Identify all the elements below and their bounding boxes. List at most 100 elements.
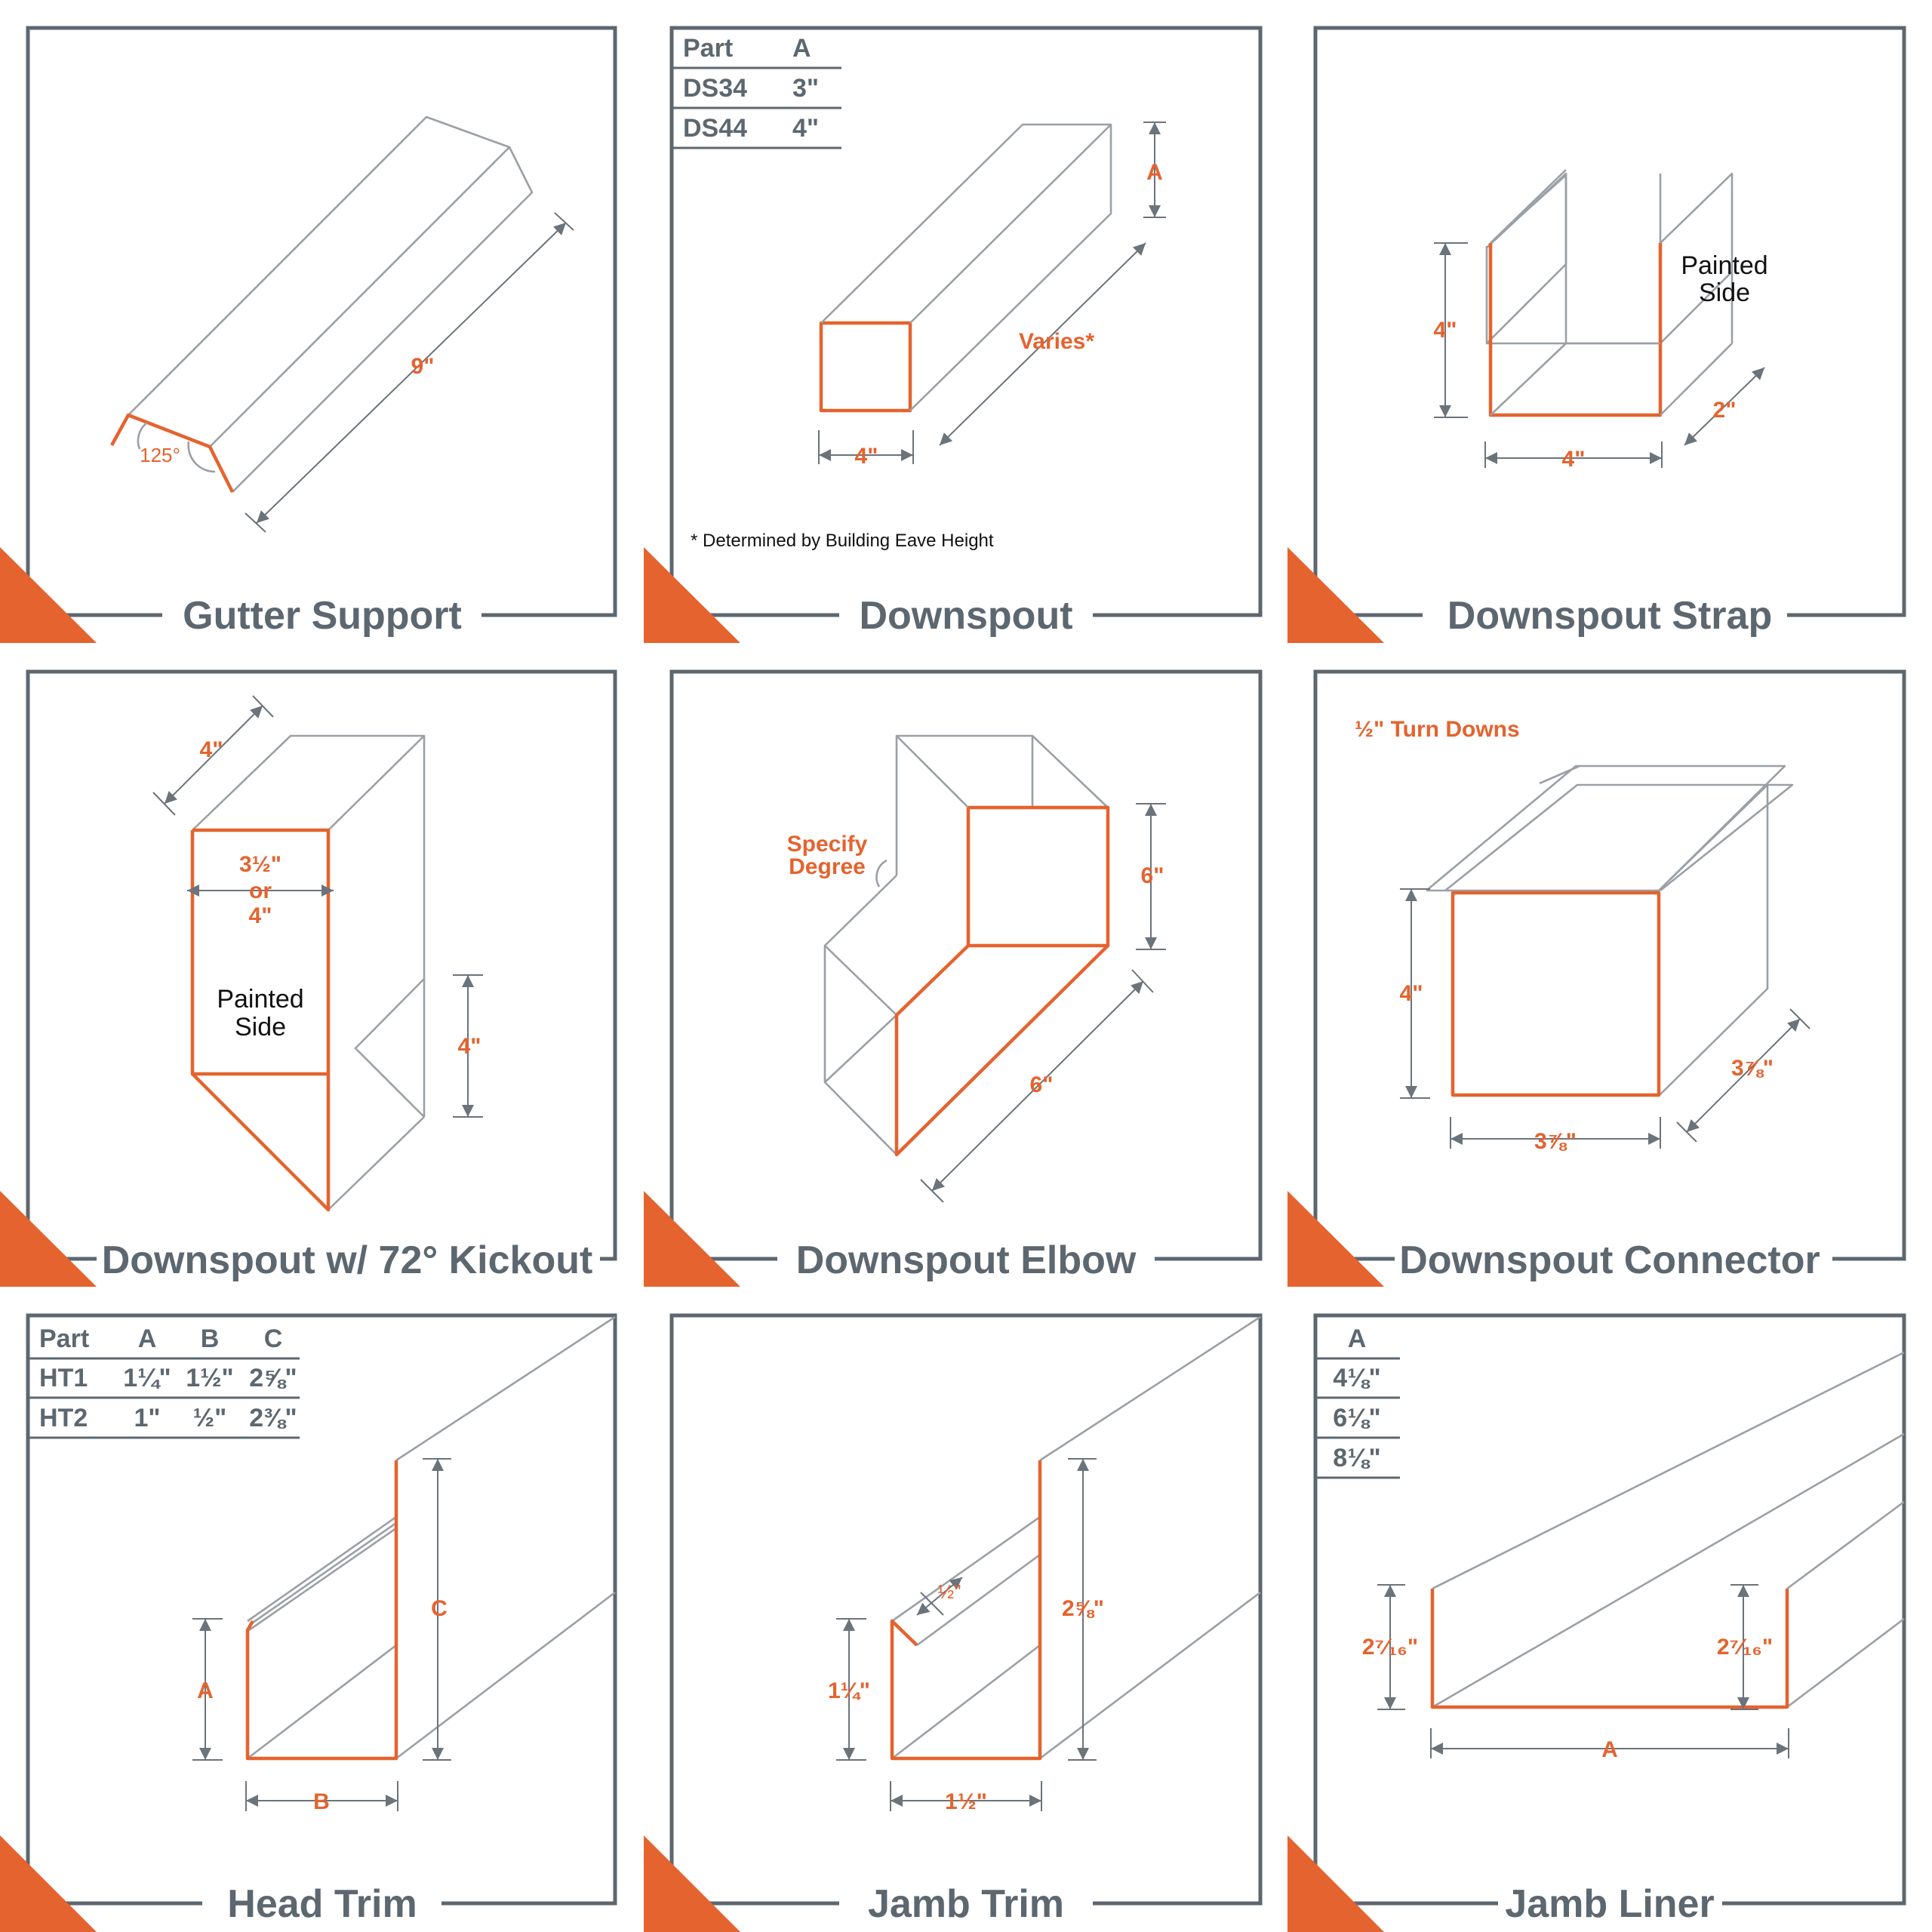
painted-side-label: Side: [1699, 278, 1750, 307]
panel-head-trim: Head Trim Part A B C HT1 1¼" 1½" 2⅝" HT2…: [0, 1313, 617, 1932]
table-header: C: [264, 1324, 283, 1353]
head-trim-drawing: [245, 1315, 616, 1761]
height-left-label: 1¼": [828, 1678, 870, 1703]
table-cell: 1": [134, 1404, 160, 1432]
panel-frame: [26, 1313, 617, 1906]
panel-frame: [1313, 669, 1906, 1261]
painted-side-label: Painted: [217, 985, 303, 1014]
width-label: 4": [249, 903, 272, 928]
dim-a-label: A: [197, 1678, 214, 1703]
height-label: 4": [458, 1034, 481, 1059]
panel-title: Jamb Trim: [868, 1882, 1064, 1926]
table-header: B: [201, 1324, 220, 1353]
parts-table: Part A B C HT1 1¼" 1½" 2⅝" HT2 1" ½" 2⅜": [28, 1324, 300, 1439]
length-dimension: [256, 222, 567, 524]
parts-table: Part A DS34 3" DS44 4": [672, 34, 841, 149]
panel-frame: [26, 669, 617, 1261]
corner-triangle: [0, 1191, 97, 1287]
corner-triangle: [0, 1835, 97, 1932]
table-cell: 6⅛": [1333, 1404, 1380, 1432]
corner-triangle: [644, 1835, 740, 1932]
table-cell: 1¼": [123, 1364, 171, 1392]
panel-title: Downspout Elbow: [796, 1238, 1137, 1282]
panel-title: Head Trim: [227, 1882, 417, 1926]
table-cell: 1½": [186, 1364, 233, 1392]
depth-label: 4": [200, 737, 223, 762]
panel-jamb-trim: Jamb Trim ½" 1¼" 2⅝" 1½": [644, 1313, 1263, 1932]
corner-triangle: [644, 547, 740, 643]
table-cell: DS44: [683, 114, 747, 143]
width-label: 3½": [239, 852, 281, 877]
table-header-a: A: [792, 34, 811, 63]
panel-title: Downspout Connector: [1399, 1238, 1820, 1282]
panel-title: Downspout w/ 72° Kickout: [102, 1238, 593, 1282]
corner-triangle: [1287, 1191, 1384, 1287]
table-cell: 2⅝": [249, 1364, 297, 1392]
specify-degree-label: Specify: [787, 832, 868, 857]
specify-degree-label: Degree: [789, 854, 866, 879]
dim-a-label: A: [1601, 1737, 1618, 1762]
turn-downs-label: ½" Turn Downs: [1355, 717, 1520, 742]
panel-title: Gutter Support: [183, 594, 462, 638]
dim-c-label: C: [431, 1596, 448, 1621]
height-label: 4": [1434, 318, 1457, 343]
panel-downspout: Downspout Part A DS34 3" DS44 4" A Varie…: [644, 26, 1263, 643]
table-header: Part: [39, 1324, 89, 1353]
panel-downspout-connector: Downspout Connector ½" Turn Downs 4" 3⅞"…: [1287, 669, 1906, 1287]
kickout-drawing: [190, 734, 426, 1212]
width-label: 4": [1562, 447, 1586, 472]
panel-downspout-kickout: Downspout w/ 72° Kickout 4" 3½" or 4" Pa…: [0, 669, 617, 1287]
panel-gutter-support: Gutter Support 125° 9": [0, 26, 617, 643]
panel-downspout-strap: Downspout Strap Painted Side 4" 4" 2": [1287, 26, 1906, 643]
corner-triangle: [644, 1191, 740, 1287]
corner-triangle: [0, 547, 97, 643]
width-label: 3⅞": [1534, 1129, 1577, 1154]
strap-drawing: [1485, 169, 1734, 417]
downspout-drawing: [819, 123, 1112, 413]
length-label: 9": [411, 354, 435, 379]
panel-frame: [26, 26, 617, 617]
gutter-support-drawing: [110, 115, 534, 494]
elbow-drawing: [823, 734, 1110, 1157]
panel-jamb-liner: Jamb Liner A 4⅛" 6⅛" 8⅛" 2⁷⁄₁₆" 2⁷⁄₁₆" A: [1287, 1313, 1906, 1932]
table-cell: HT2: [39, 1404, 88, 1432]
lip-label: ½": [938, 1580, 961, 1603]
table-cell: 2⅜": [249, 1404, 297, 1432]
corner-triangle: [1287, 547, 1384, 643]
panel-frame: [669, 669, 1263, 1261]
length-label: 6": [1030, 1072, 1054, 1097]
connector-drawing: [1426, 764, 1794, 1097]
panel-title: Downspout: [859, 594, 1072, 638]
depth-label: 3⅞": [1731, 1056, 1774, 1081]
table-cell: 8⅛": [1333, 1444, 1380, 1472]
height-right-label: 2⁷⁄₁₆": [1717, 1635, 1773, 1660]
height-left-label: 2⁷⁄₁₆": [1362, 1635, 1418, 1660]
depth-label: 2": [1713, 398, 1737, 423]
table-cell: 4": [792, 114, 819, 143]
width-label: 4": [855, 444, 878, 469]
panel-frame: [1313, 1313, 1906, 1906]
panel-downspout-elbow: Downspout Elbow Specify Degree 6" 6": [644, 669, 1263, 1287]
table-header: A: [138, 1324, 157, 1353]
painted-side-label: Painted: [1681, 251, 1767, 280]
footnote: * Determined by Building Eave Height: [691, 531, 994, 551]
height-label: 6": [1141, 863, 1164, 888]
jamb-liner-drawing: [1430, 1351, 1905, 1709]
dim-a-label: A: [1146, 160, 1163, 185]
table-cell: HT1: [39, 1364, 88, 1392]
table-header: A: [1348, 1324, 1367, 1353]
height-right-label: 2⅝": [1062, 1596, 1104, 1621]
width-label: 1½": [945, 1789, 987, 1814]
table-cell: 4⅛": [1333, 1364, 1380, 1392]
corner-triangle: [1287, 1835, 1384, 1932]
table-cell: ½": [193, 1404, 226, 1432]
table-cell: DS34: [683, 74, 747, 103]
painted-side-label: Side: [235, 1013, 286, 1041]
dim-b-label: B: [313, 1789, 330, 1814]
panel-title: Jamb Liner: [1505, 1882, 1714, 1926]
length-label: Varies*: [1019, 329, 1094, 354]
width-label: or: [249, 878, 272, 903]
table-header-part: Part: [683, 34, 733, 63]
parts-table: A 4⅛" 6⅛" 8⅛": [1315, 1324, 1400, 1479]
